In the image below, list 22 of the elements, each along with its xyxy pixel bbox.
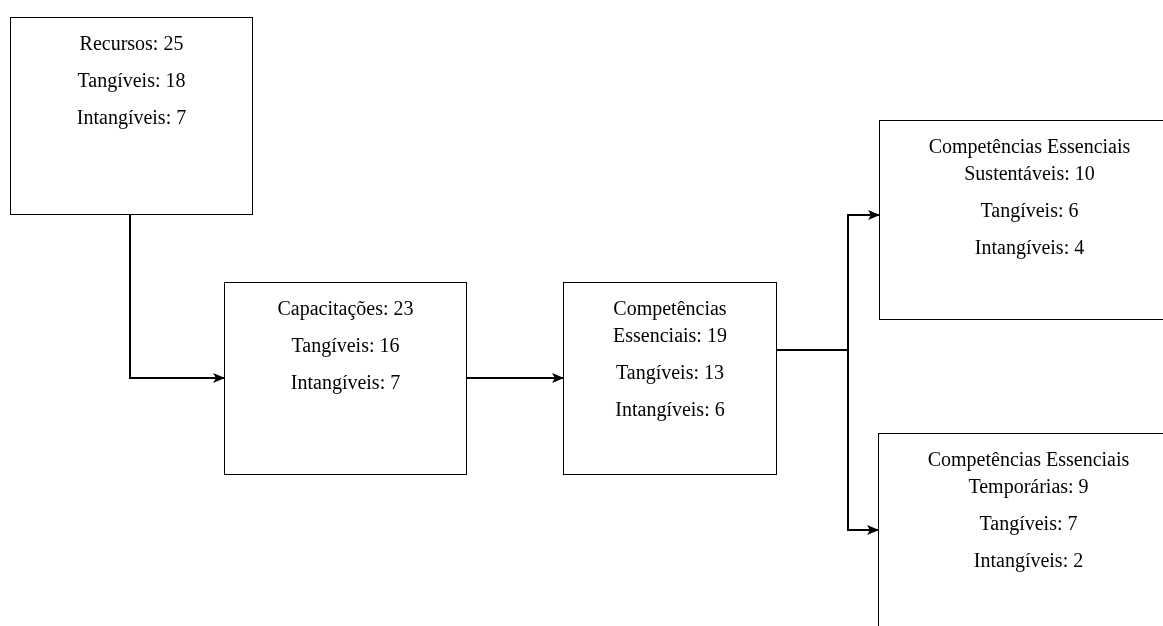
process-box <box>224 282 467 475</box>
box-text: Tangíveis: 16 <box>290 333 401 359</box>
box-text: Intangíveis: 7 <box>75 105 188 131</box>
box-text: Recursos: 25 <box>78 31 185 56</box>
box-text: Competências Essenciais: 19 <box>612 296 728 348</box>
box-text: Tangíveis: 7 <box>978 511 1079 537</box>
box-text: Tangíveis: 13 <box>615 360 725 386</box>
box-text: Intangíveis: 4 <box>973 235 1086 261</box>
box-text: Competências Essenciais Temporárias: 9 <box>926 447 1131 500</box>
arrow <box>466 373 564 383</box>
arrow <box>129 214 225 383</box>
box-text: Competências Essenciais Sustentáveis: 10 <box>927 134 1132 186</box>
box-text: Intangíveis: 2 <box>972 548 1085 574</box>
box-text: Tangíveis: 6 <box>979 198 1080 224</box>
process-box <box>563 282 777 475</box>
box-text: Capacitações: 23 <box>276 296 415 322</box>
box-text: Tangíveis: 18 <box>76 68 187 94</box>
box-text: Intangíveis: 6 <box>614 397 726 423</box>
process-box <box>879 120 1163 320</box>
process-box <box>10 17 253 215</box>
process-box <box>878 433 1163 626</box>
box-text: Intangíveis: 7 <box>289 370 402 396</box>
